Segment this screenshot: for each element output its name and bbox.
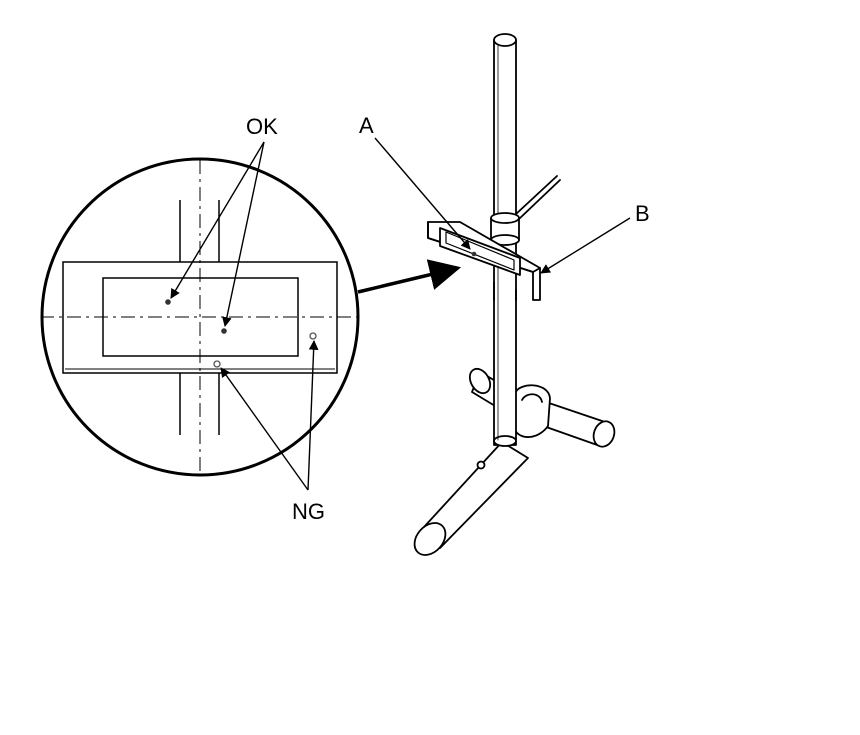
ng-arrow-2 [220, 367, 309, 491]
leader-lines [170, 137, 631, 491]
base-leg-front [413, 441, 529, 556]
ok-point-2 [221, 328, 227, 334]
label-b: B [635, 201, 650, 226]
stand-assembly [413, 33, 616, 556]
zoom-pole [179, 200, 220, 435]
label-b-leader [540, 217, 631, 274]
zoom-pointer-arrow [357, 259, 462, 294]
ok-arrow-1 [170, 141, 265, 299]
ok-arrow-2 [222, 141, 265, 327]
base-hub [514, 384, 551, 438]
ng-arrow-1 [307, 340, 319, 491]
ok-label: OK [246, 114, 278, 139]
collar-cable [515, 175, 561, 220]
pole-collar [490, 212, 520, 246]
ng-point-2 [213, 360, 221, 368]
zoom-detail [40, 157, 360, 477]
target-bracket [427, 221, 541, 301]
ng-point-1 [309, 332, 317, 340]
label-a-leader [374, 137, 471, 250]
ng-label: NG [292, 499, 325, 524]
ok-point-1 [165, 299, 171, 305]
label-a: A [359, 113, 374, 138]
